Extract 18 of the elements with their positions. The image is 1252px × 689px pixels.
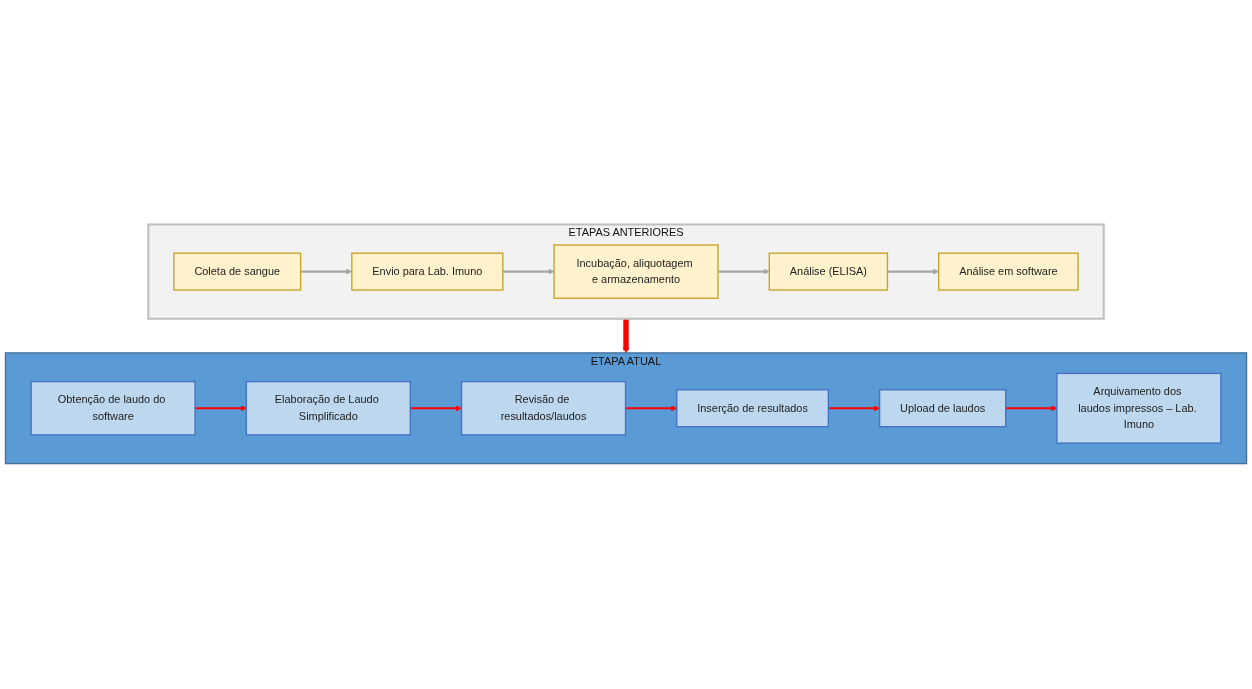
node-box: Obtenção de laudo do software (30, 381, 196, 437)
node-box: Análise em software (938, 252, 1079, 292)
node-box: Arquivamento dos laudos impressos – Lab. Imuno (1056, 373, 1222, 445)
arrow (410, 405, 462, 412)
arrow (718, 269, 770, 276)
arrow (623, 319, 629, 354)
node-box: Inserção de resultados (676, 389, 830, 428)
node-box: Análise (ELISA) (768, 252, 889, 292)
arrow (195, 405, 247, 412)
arrow (828, 405, 880, 412)
node-box: Revisão de resultados/laudos (460, 381, 627, 437)
arrow (887, 269, 939, 276)
arrow (502, 269, 555, 276)
node-box: Coleta de sangue (173, 252, 302, 292)
node-box: Incubação, aliquotagem e armazenamento (553, 244, 719, 300)
node-box: Upload de laudos (878, 389, 1007, 428)
node-box: Elaboração de Laudo Simplificado (245, 381, 411, 437)
node-box: Envio para Lab. Imuno (351, 252, 504, 292)
